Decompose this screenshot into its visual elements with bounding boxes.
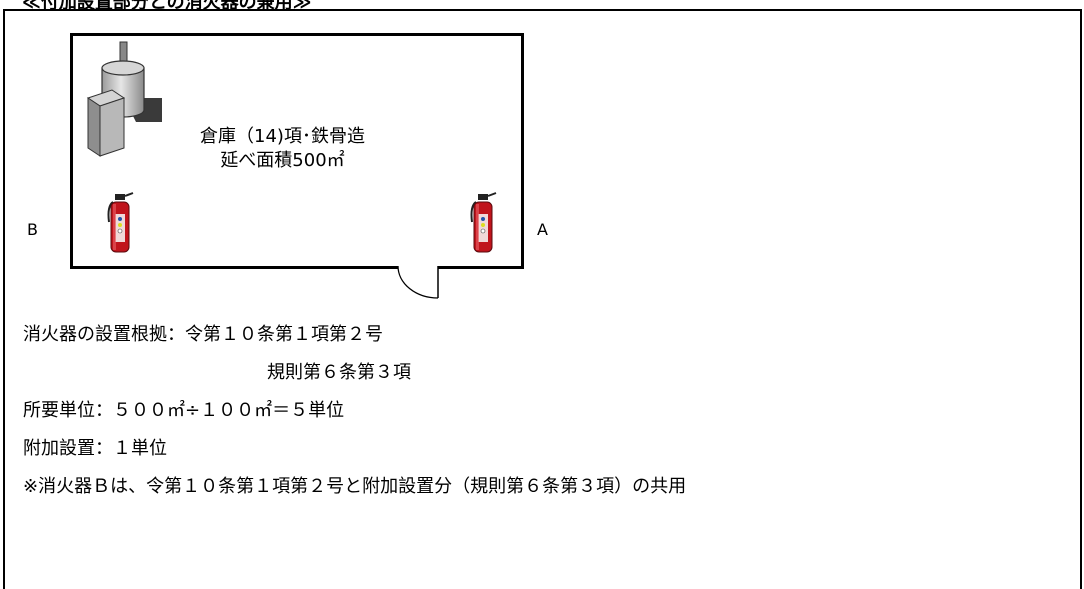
door-swing-icon: [397, 266, 439, 299]
door-opening: [398, 262, 438, 272]
fire-extinguisher-icon: [470, 192, 497, 253]
boiler-tank-icon: [86, 41, 162, 157]
extinguisher-b-label: B: [27, 220, 38, 239]
room-caption: 倉庫（14)項･鉄骨造 延べ面積500㎡: [160, 125, 405, 173]
note-shared-use-remark: ※消火器Ｂは、令第１０条第１項第２号と附加設置分（規則第６条第３項）の共用: [23, 476, 687, 497]
note-additional-installation: 附加設置：１単位: [23, 438, 167, 459]
note-required-units: 所要単位：５００㎡÷１００㎡＝５単位: [23, 400, 345, 421]
extinguisher-a-label: A: [537, 220, 548, 239]
warehouse-room: [70, 33, 524, 269]
diagram-frame: [3, 9, 1082, 589]
room-caption-line2: 延べ面積500㎡: [220, 150, 345, 171]
fire-extinguisher-icon: [107, 192, 134, 253]
note-installation-basis-continued: 規則第６条第３項: [267, 362, 411, 383]
room-caption-line1: 倉庫（14)項･鉄骨造: [200, 126, 365, 147]
note-installation-basis: 消火器の設置根拠：令第１０条第１項第２号: [23, 324, 383, 345]
notes-block: 消火器の設置根拠：令第１０条第１項第２号 規則第６条第３項 所要単位：５００㎡÷…: [23, 316, 686, 506]
